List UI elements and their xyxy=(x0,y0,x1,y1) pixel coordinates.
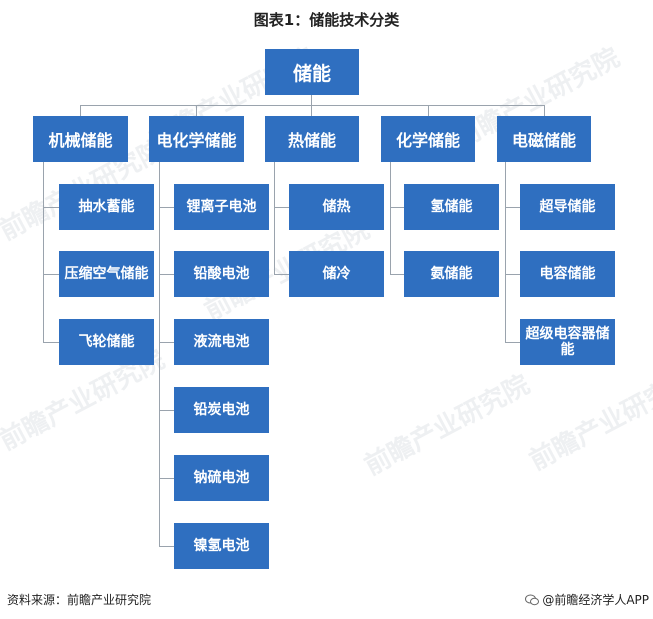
connector-cat-4 xyxy=(428,105,429,116)
leaf-node: 超导储能 xyxy=(520,184,615,230)
connector-branch xyxy=(43,207,59,208)
connector-cat-3 xyxy=(311,105,312,116)
leaf-node: 氨储能 xyxy=(404,251,499,297)
leaf-node: 锂离子电池 xyxy=(174,184,269,230)
leaf-node: 钠硫电池 xyxy=(174,455,269,501)
connector-branch xyxy=(159,342,174,343)
leaf-node: 储冷 xyxy=(289,251,384,297)
connector-branch xyxy=(159,410,174,411)
connector-col-3 xyxy=(274,162,275,275)
leaf-node: 超级电容器储能 xyxy=(520,319,615,365)
connector-branch xyxy=(390,207,404,208)
category-electrochemical: 电化学储能 xyxy=(149,116,244,162)
leaf-node: 氢储能 xyxy=(404,184,499,230)
root-node: 储能 xyxy=(265,49,359,95)
leaf-node: 铅酸电池 xyxy=(174,251,269,297)
connector-branch xyxy=(505,207,520,208)
category-mechanical: 机械储能 xyxy=(33,116,128,162)
diagram-title: 图表1：储能技术分类 xyxy=(253,11,400,29)
wechat-icon xyxy=(525,594,540,605)
leaf-node: 铅炭电池 xyxy=(174,387,269,433)
leaf-node: 镍氢电池 xyxy=(174,523,269,569)
connector-branch xyxy=(505,342,520,343)
connector-branch xyxy=(274,207,289,208)
connector-branch xyxy=(43,274,59,275)
category-electromagnetic: 电磁储能 xyxy=(497,116,591,162)
connector-branch xyxy=(159,478,174,479)
connector-branch xyxy=(43,342,59,343)
connector-branch xyxy=(390,274,404,275)
connector-branch xyxy=(274,274,289,275)
connector-bus xyxy=(80,105,545,106)
connector-branch xyxy=(505,274,520,275)
leaf-node: 液流电池 xyxy=(174,319,269,365)
leaf-node: 飞轮储能 xyxy=(59,319,154,365)
category-chemical: 化学储能 xyxy=(381,116,475,162)
leaf-node: 储热 xyxy=(289,184,384,230)
leaf-node: 电容储能 xyxy=(520,251,615,297)
credit: @前瞻经济学人APP xyxy=(525,591,649,608)
leaf-node: 压缩空气储能 xyxy=(59,251,154,297)
connector-col-5 xyxy=(505,162,506,343)
connector-col-1 xyxy=(43,162,44,343)
source-note: 资料来源：前瞻产业研究院 xyxy=(7,593,152,607)
connector-branch xyxy=(159,546,174,547)
connector-root-down xyxy=(311,95,312,105)
connector-branch xyxy=(159,207,174,208)
watermark: 前瞻产业研究院 xyxy=(359,369,535,482)
connector-col-2 xyxy=(159,162,160,547)
connector-cat-2 xyxy=(196,105,197,116)
category-thermal: 热储能 xyxy=(265,116,359,162)
connector-branch xyxy=(159,274,174,275)
leaf-node: 抽水蓄能 xyxy=(59,184,154,230)
connector-cat-1 xyxy=(80,105,81,116)
credit-text: @前瞻经济学人APP xyxy=(542,593,649,607)
watermark: 前瞻产业研究院 xyxy=(524,364,653,477)
connector-col-4 xyxy=(390,162,391,275)
connector-cat-5 xyxy=(544,105,545,116)
